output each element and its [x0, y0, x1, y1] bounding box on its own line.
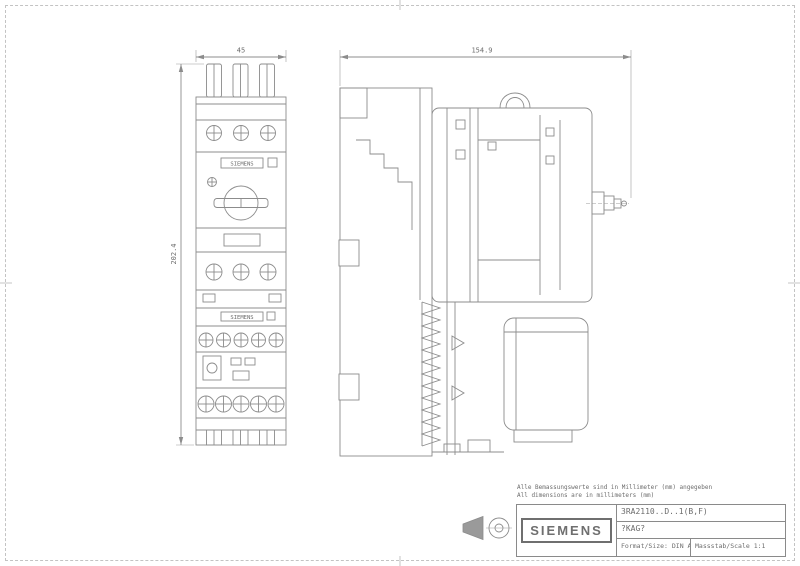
- siemens-logo: SIEMENS: [521, 518, 612, 543]
- front-small-parts: [202, 293, 282, 303]
- front-brand-band-lower: SIEMENS: [220, 311, 276, 322]
- dimension-height: 202.4: [170, 63, 204, 446]
- front-contactor-terminals-bottom: [197, 395, 285, 413]
- dimension-notes: Alle Bemassungswerte sind in Millimeter …: [517, 484, 712, 499]
- side-mounting-plate: [338, 87, 433, 457]
- title-block-logo-cell: SIEMENS: [517, 505, 617, 556]
- front-brand-label-upper: SIEMENS: [230, 162, 253, 168]
- front-brand-band-upper: SIEMENS: [220, 157, 278, 169]
- side-terminal-comb: [420, 301, 442, 447]
- dim-depth-label: 154.9: [471, 47, 492, 55]
- front-view: SIEMENS SIEMENS: [195, 63, 287, 446]
- dim-height-label: 202.4: [170, 243, 178, 264]
- note-line-de: Alle Bemassungswerte sind in Millimeter …: [517, 484, 713, 491]
- title-block-bottom-row: Format/Size: DIN A3 Massstab/Scale 1:1: [617, 539, 785, 556]
- dimension-width: 45: [195, 47, 287, 62]
- front-rotary-knob: [207, 177, 269, 221]
- part-number: 3RA2110..D..1(B,F): [617, 505, 785, 522]
- dim-width-label: 45: [237, 47, 245, 55]
- front-brand-label-lower: SIEMENS: [230, 315, 253, 321]
- dimension-depth: 154.9: [339, 47, 632, 198]
- format-size: Format/Size: DIN A3: [617, 539, 691, 556]
- side-view: [338, 87, 629, 457]
- side-breaker-body: [431, 92, 593, 303]
- front-window: [223, 233, 261, 247]
- side-shaft: [586, 191, 629, 215]
- title-block: SIEMENS 3RA2110..D..1(B,F) ?KAG? Format/…: [516, 504, 786, 557]
- drawing-code: ?KAG?: [617, 522, 785, 539]
- front-bottom-terminals: [206, 429, 275, 446]
- title-block-right: 3RA2110..D..1(B,F) ?KAG? Format/Size: DI…: [617, 505, 785, 556]
- side-lower-frame: [432, 108, 504, 455]
- front-screw-row-middle: [205, 263, 277, 281]
- front-contactor-terminals-top: [198, 332, 284, 348]
- front-screw-row-top: [206, 125, 276, 141]
- note-line-en: All dimensions are in millimeters (mm): [517, 491, 655, 499]
- projection-symbol: [462, 515, 512, 541]
- scale: Massstab/Scale 1:1: [695, 542, 766, 550]
- front-contactor-detail: [202, 355, 256, 381]
- front-top-terminals: [206, 63, 275, 98]
- side-contactor-body: [503, 317, 589, 443]
